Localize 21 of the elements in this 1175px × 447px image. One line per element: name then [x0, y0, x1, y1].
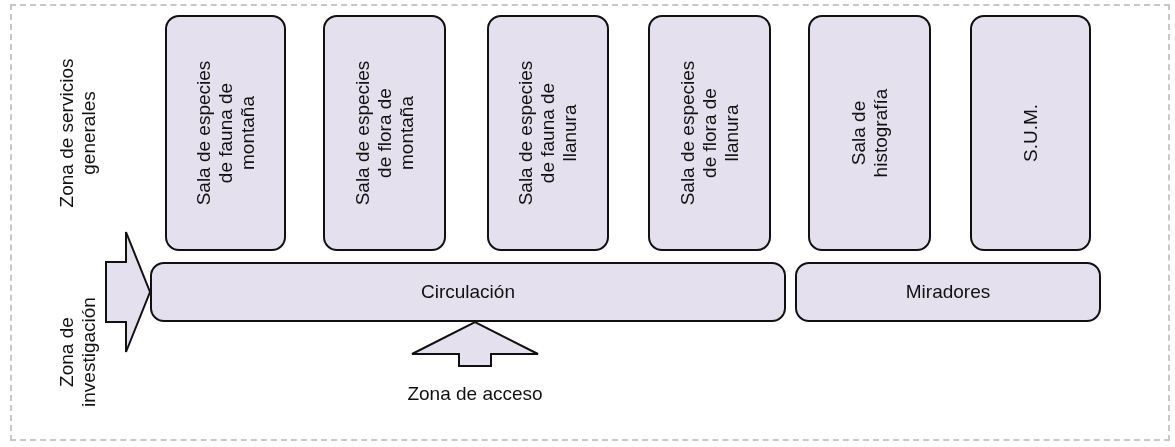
room-box	[150, 262, 786, 322]
room-name: S.U.M.	[1019, 102, 1042, 165]
area-name: Miradores	[905, 281, 991, 303]
room-box	[795, 262, 1101, 322]
zone-label: Zona de acceso	[400, 380, 550, 408]
room-name: Sala de especies de flora de llanura	[676, 59, 743, 208]
room-box	[165, 15, 286, 251]
zone-label: Zona de servicios generales	[56, 57, 100, 210]
area-name: Circulación	[421, 281, 515, 303]
room-name: Sala de especies de flora de montaña	[351, 59, 418, 208]
block-arrow	[105, 231, 152, 353]
room-name: Sala de especies de fauna de llanura	[515, 59, 581, 208]
block-arrow	[411, 320, 539, 367]
room-name: Sala de especies de fauna de montaña	[192, 59, 259, 208]
room-box	[970, 15, 1091, 251]
room-name: Sala de histografía	[847, 87, 892, 180]
room-box	[648, 15, 771, 251]
room-box	[808, 15, 931, 251]
room-box	[487, 15, 609, 251]
room-box	[323, 15, 446, 251]
zone-label: Zona de investigación	[56, 296, 100, 409]
